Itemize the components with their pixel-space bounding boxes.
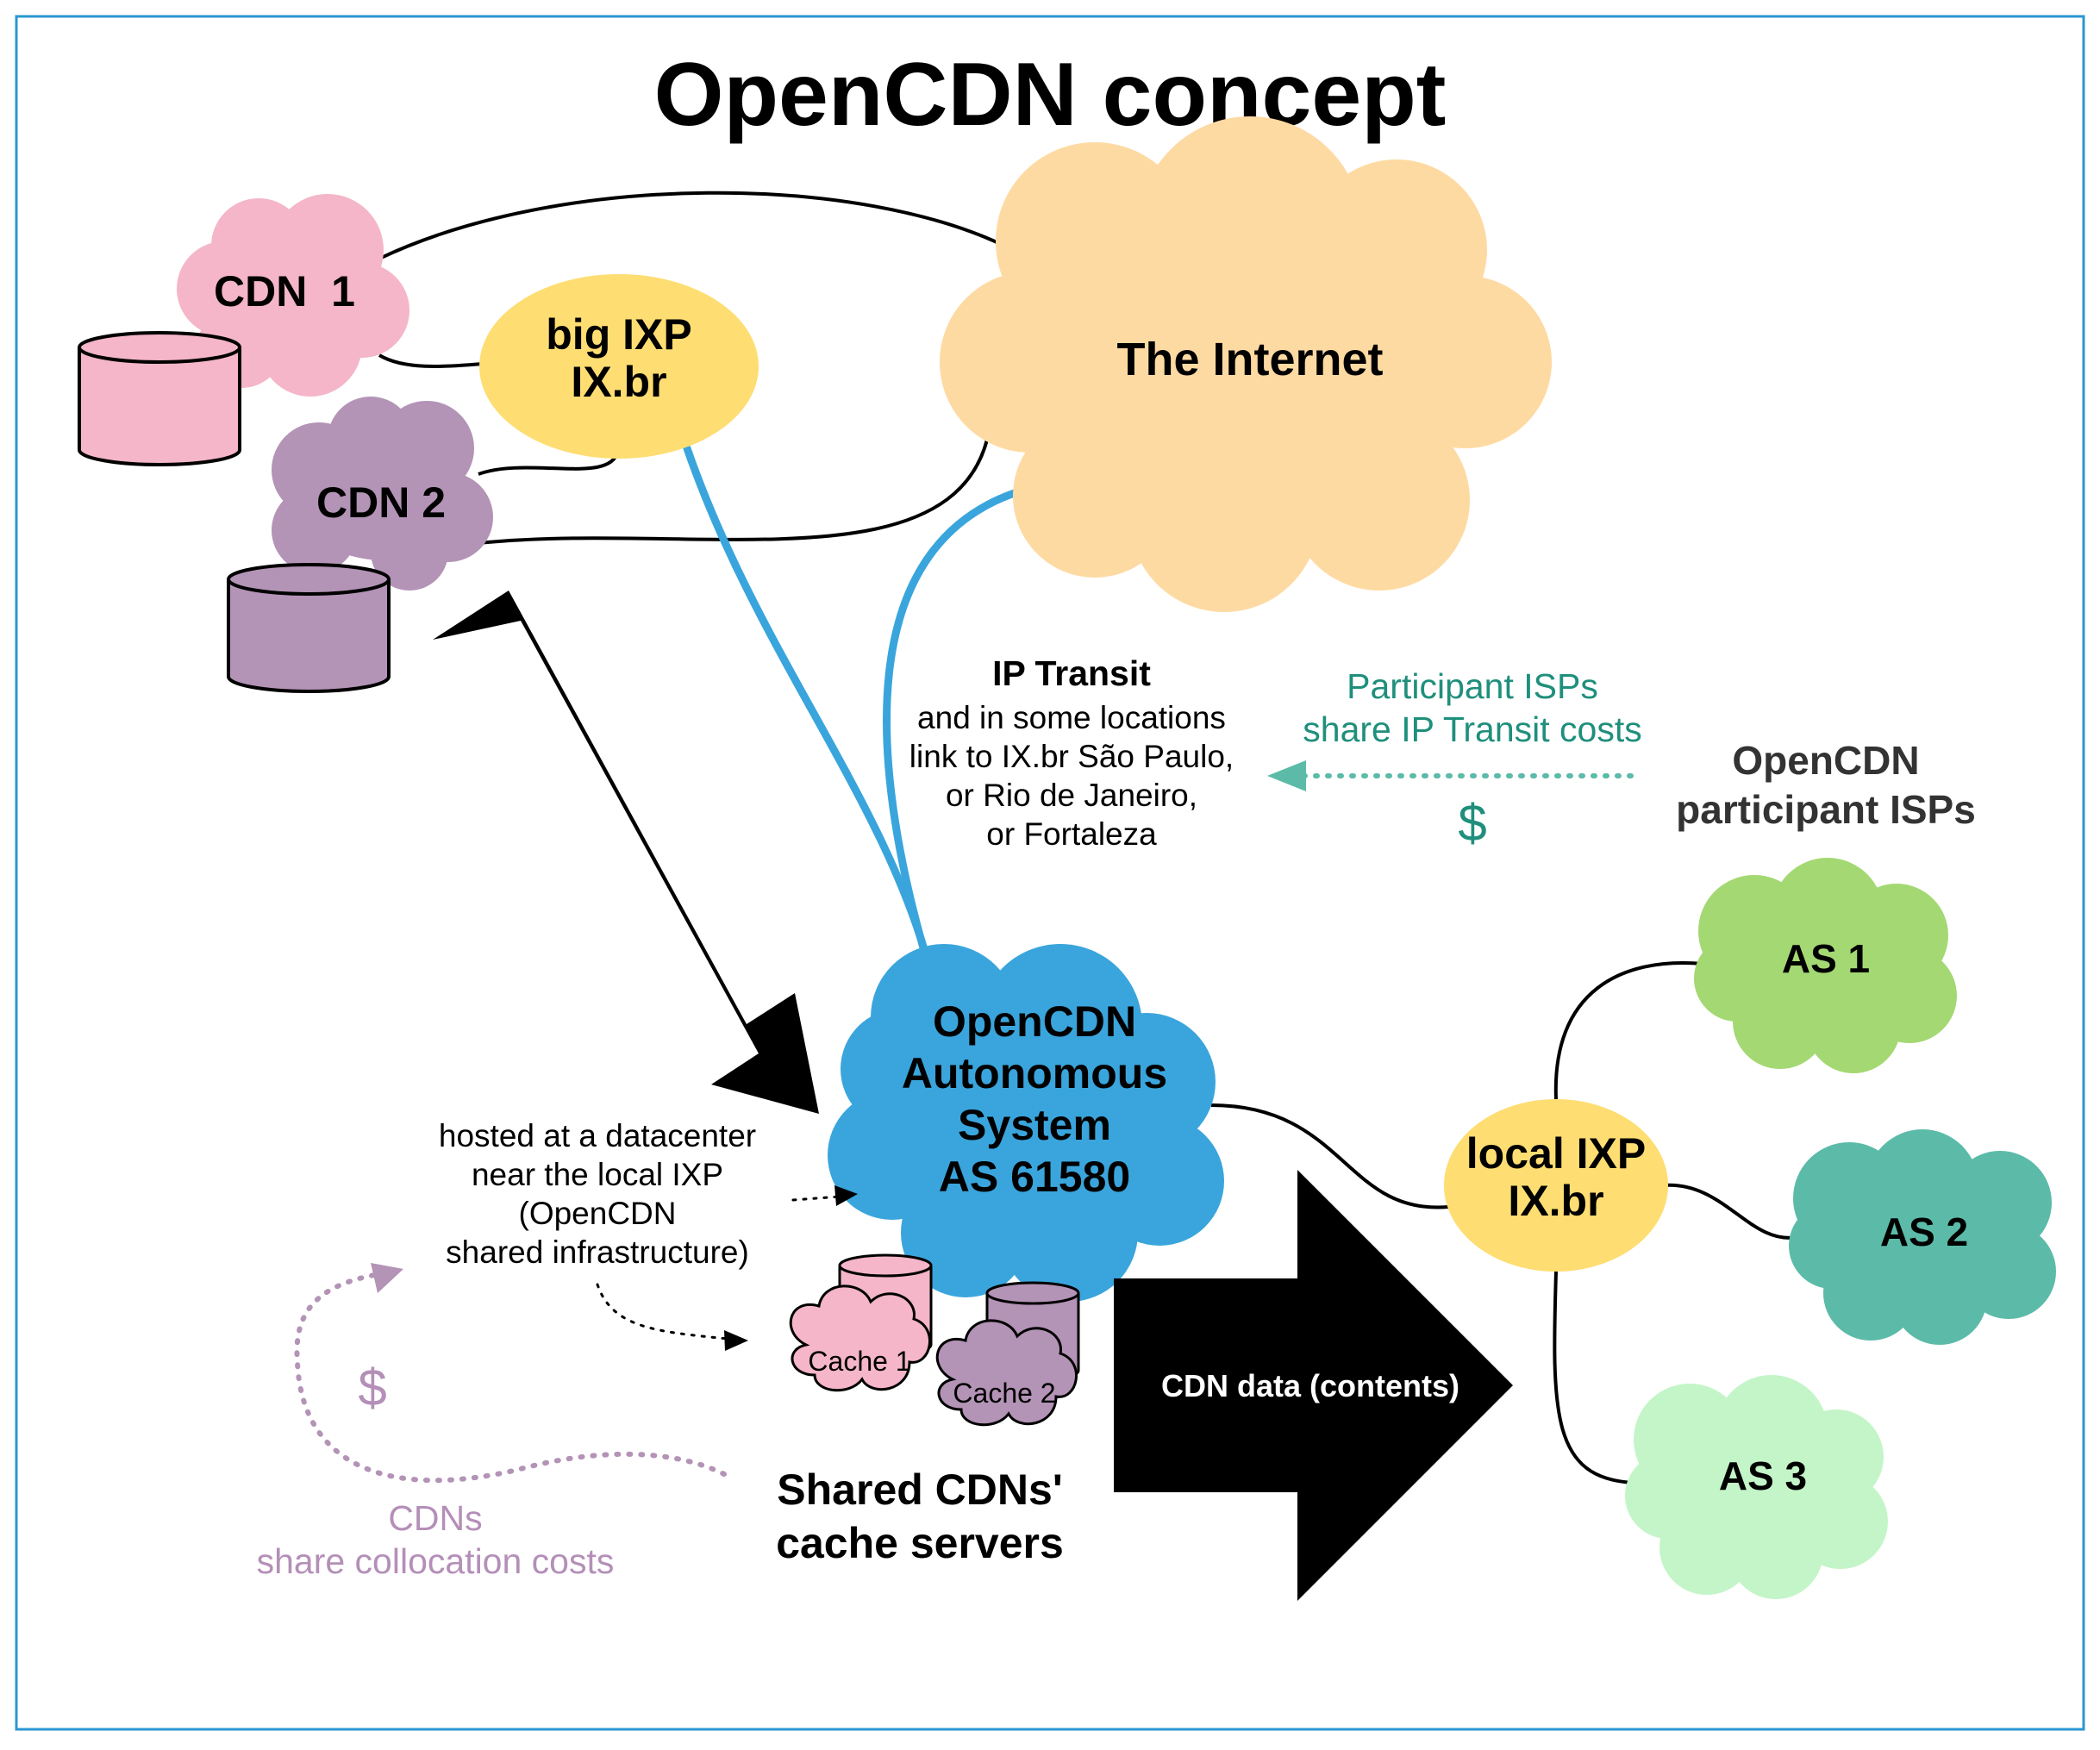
ip-transit-text: IP Transit and in some locations link to… <box>909 653 1234 852</box>
cdn-cost-arrowhead <box>371 1263 403 1293</box>
as3-label: AS 3 <box>1719 1453 1807 1498</box>
cdn1-label: CDN 1 <box>214 267 355 316</box>
cdn2-database-icon <box>227 563 391 693</box>
cdn-cost-line2: share collocation costs <box>257 1541 615 1581</box>
opencdn-label-line1: OpenCDN <box>933 997 1136 1046</box>
internet-cloud: The Internet <box>940 116 1552 612</box>
cdn2-cloud: CDN 2 <box>272 397 493 591</box>
as2-cloud: AS 2 <box>1789 1129 2056 1345</box>
as1-label: AS 1 <box>1782 936 1870 981</box>
hosted-line4: shared infrastructure) <box>446 1234 749 1270</box>
line-cdn1-internet <box>378 191 1014 260</box>
ip-transit-line3: or Rio de Janeiro, <box>946 778 1197 813</box>
hosted-to-cache-arrowhead <box>724 1330 748 1351</box>
as1-cloud: AS 1 <box>1694 858 1957 1073</box>
cdn1-cloud: CDN 1 <box>177 194 409 397</box>
hosted-note: hosted at a datacenter near the local IX… <box>439 1118 858 1351</box>
link-internet-opencdn <box>883 483 1039 978</box>
connection-lines <box>378 191 1798 1484</box>
cdn-cache-feed-arrow: CDN cache feed <box>433 591 819 1114</box>
link-bigixp-opencdn <box>683 444 935 978</box>
line-cdn2-bigixp <box>478 453 618 476</box>
opencdn-label-line2: Autonomous <box>902 1049 1167 1097</box>
participant-cost-line2: share IP Transit costs <box>1303 709 1641 749</box>
participant-cost-arrowhead <box>1267 760 1306 791</box>
cdn-data-label: CDN data (contents) <box>1161 1368 1459 1403</box>
big-ixp-node: big IXP IX.br <box>479 274 759 459</box>
opencdn-label-line4: AS 61580 <box>939 1153 1130 1201</box>
hosted-to-opencdn-arrow <box>791 1195 842 1202</box>
as2-label: AS 2 <box>1880 1209 1968 1254</box>
as3-cloud: AS 3 <box>1625 1375 1888 1599</box>
participant-cost-line1: Participant ISPs <box>1347 666 1598 706</box>
participants-heading-line1: OpenCDN <box>1732 738 1919 783</box>
hosted-to-opencdn-arrowhead <box>834 1185 858 1206</box>
hosted-line3: (OpenCDN <box>519 1196 677 1231</box>
local-ixp-node: local IXP IX.br <box>1444 1099 1668 1272</box>
line-cdn2-internet <box>478 439 989 545</box>
cdn-cost-note: $ CDNs share collocation costs <box>257 1263 727 1581</box>
shared-caches-line1: Shared CDNs' <box>777 1466 1062 1514</box>
cdn2-label: CDN 2 <box>316 478 446 527</box>
cdn1-database-icon <box>78 331 241 466</box>
hosted-line1: hosted at a datacenter <box>439 1118 756 1153</box>
line-localixp-as1 <box>1553 961 1703 1100</box>
cdn-data-arrow: CDN data (contents) <box>1114 1170 1513 1601</box>
line-localixp-as3 <box>1553 1271 1634 1484</box>
cdn-dollar-icon: $ <box>358 1359 386 1416</box>
big-ixp-label-line1: big IXP <box>546 310 691 359</box>
diagram-title: OpenCDN concept <box>654 45 1447 145</box>
line-cdn1-bigixp <box>378 353 484 368</box>
opencdn-as-cloud: OpenCDN Autonomous System AS 61580 <box>828 944 1224 1302</box>
local-ixp-label-line2: IX.br <box>1508 1177 1603 1225</box>
cdn-cost-line1: CDNs <box>388 1498 482 1538</box>
shared-caches-line2: cache servers <box>776 1519 1064 1567</box>
participant-cost-note: Participant ISPs share IP Transit costs … <box>1267 666 1642 852</box>
diagram-border <box>15 15 2085 1731</box>
opencdn-label-line3: System <box>958 1101 1111 1149</box>
line-opencdn-localixp <box>1210 1103 1449 1209</box>
local-ixp-label-line1: local IXP <box>1466 1129 1646 1178</box>
big-ixp-label-line2: IX.br <box>571 358 666 406</box>
participants-heading-line2: participant ISPs <box>1676 787 1976 832</box>
ip-transit-line2: link to IX.br São Paulo, <box>909 739 1234 774</box>
hosted-line2: near the local IXP <box>472 1157 723 1192</box>
internet-label: The Internet <box>1116 334 1383 385</box>
cache2-label: Cache 2 <box>953 1378 1055 1409</box>
cache1-cloud: Cache 1 <box>789 1284 931 1392</box>
cache1-label: Cache 1 <box>808 1346 910 1377</box>
participant-dollar-icon: $ <box>1458 794 1486 852</box>
transit-links <box>683 444 1039 978</box>
hosted-to-cache-arrow <box>596 1283 730 1341</box>
cache2-cloud: Cache 2 <box>935 1319 1078 1427</box>
ip-transit-title: IP Transit <box>992 653 1151 693</box>
ip-transit-line4: or Fortaleza <box>986 816 1157 852</box>
ip-transit-line1: and in some locations <box>917 700 1226 735</box>
line-localixp-as2 <box>1663 1183 1798 1240</box>
